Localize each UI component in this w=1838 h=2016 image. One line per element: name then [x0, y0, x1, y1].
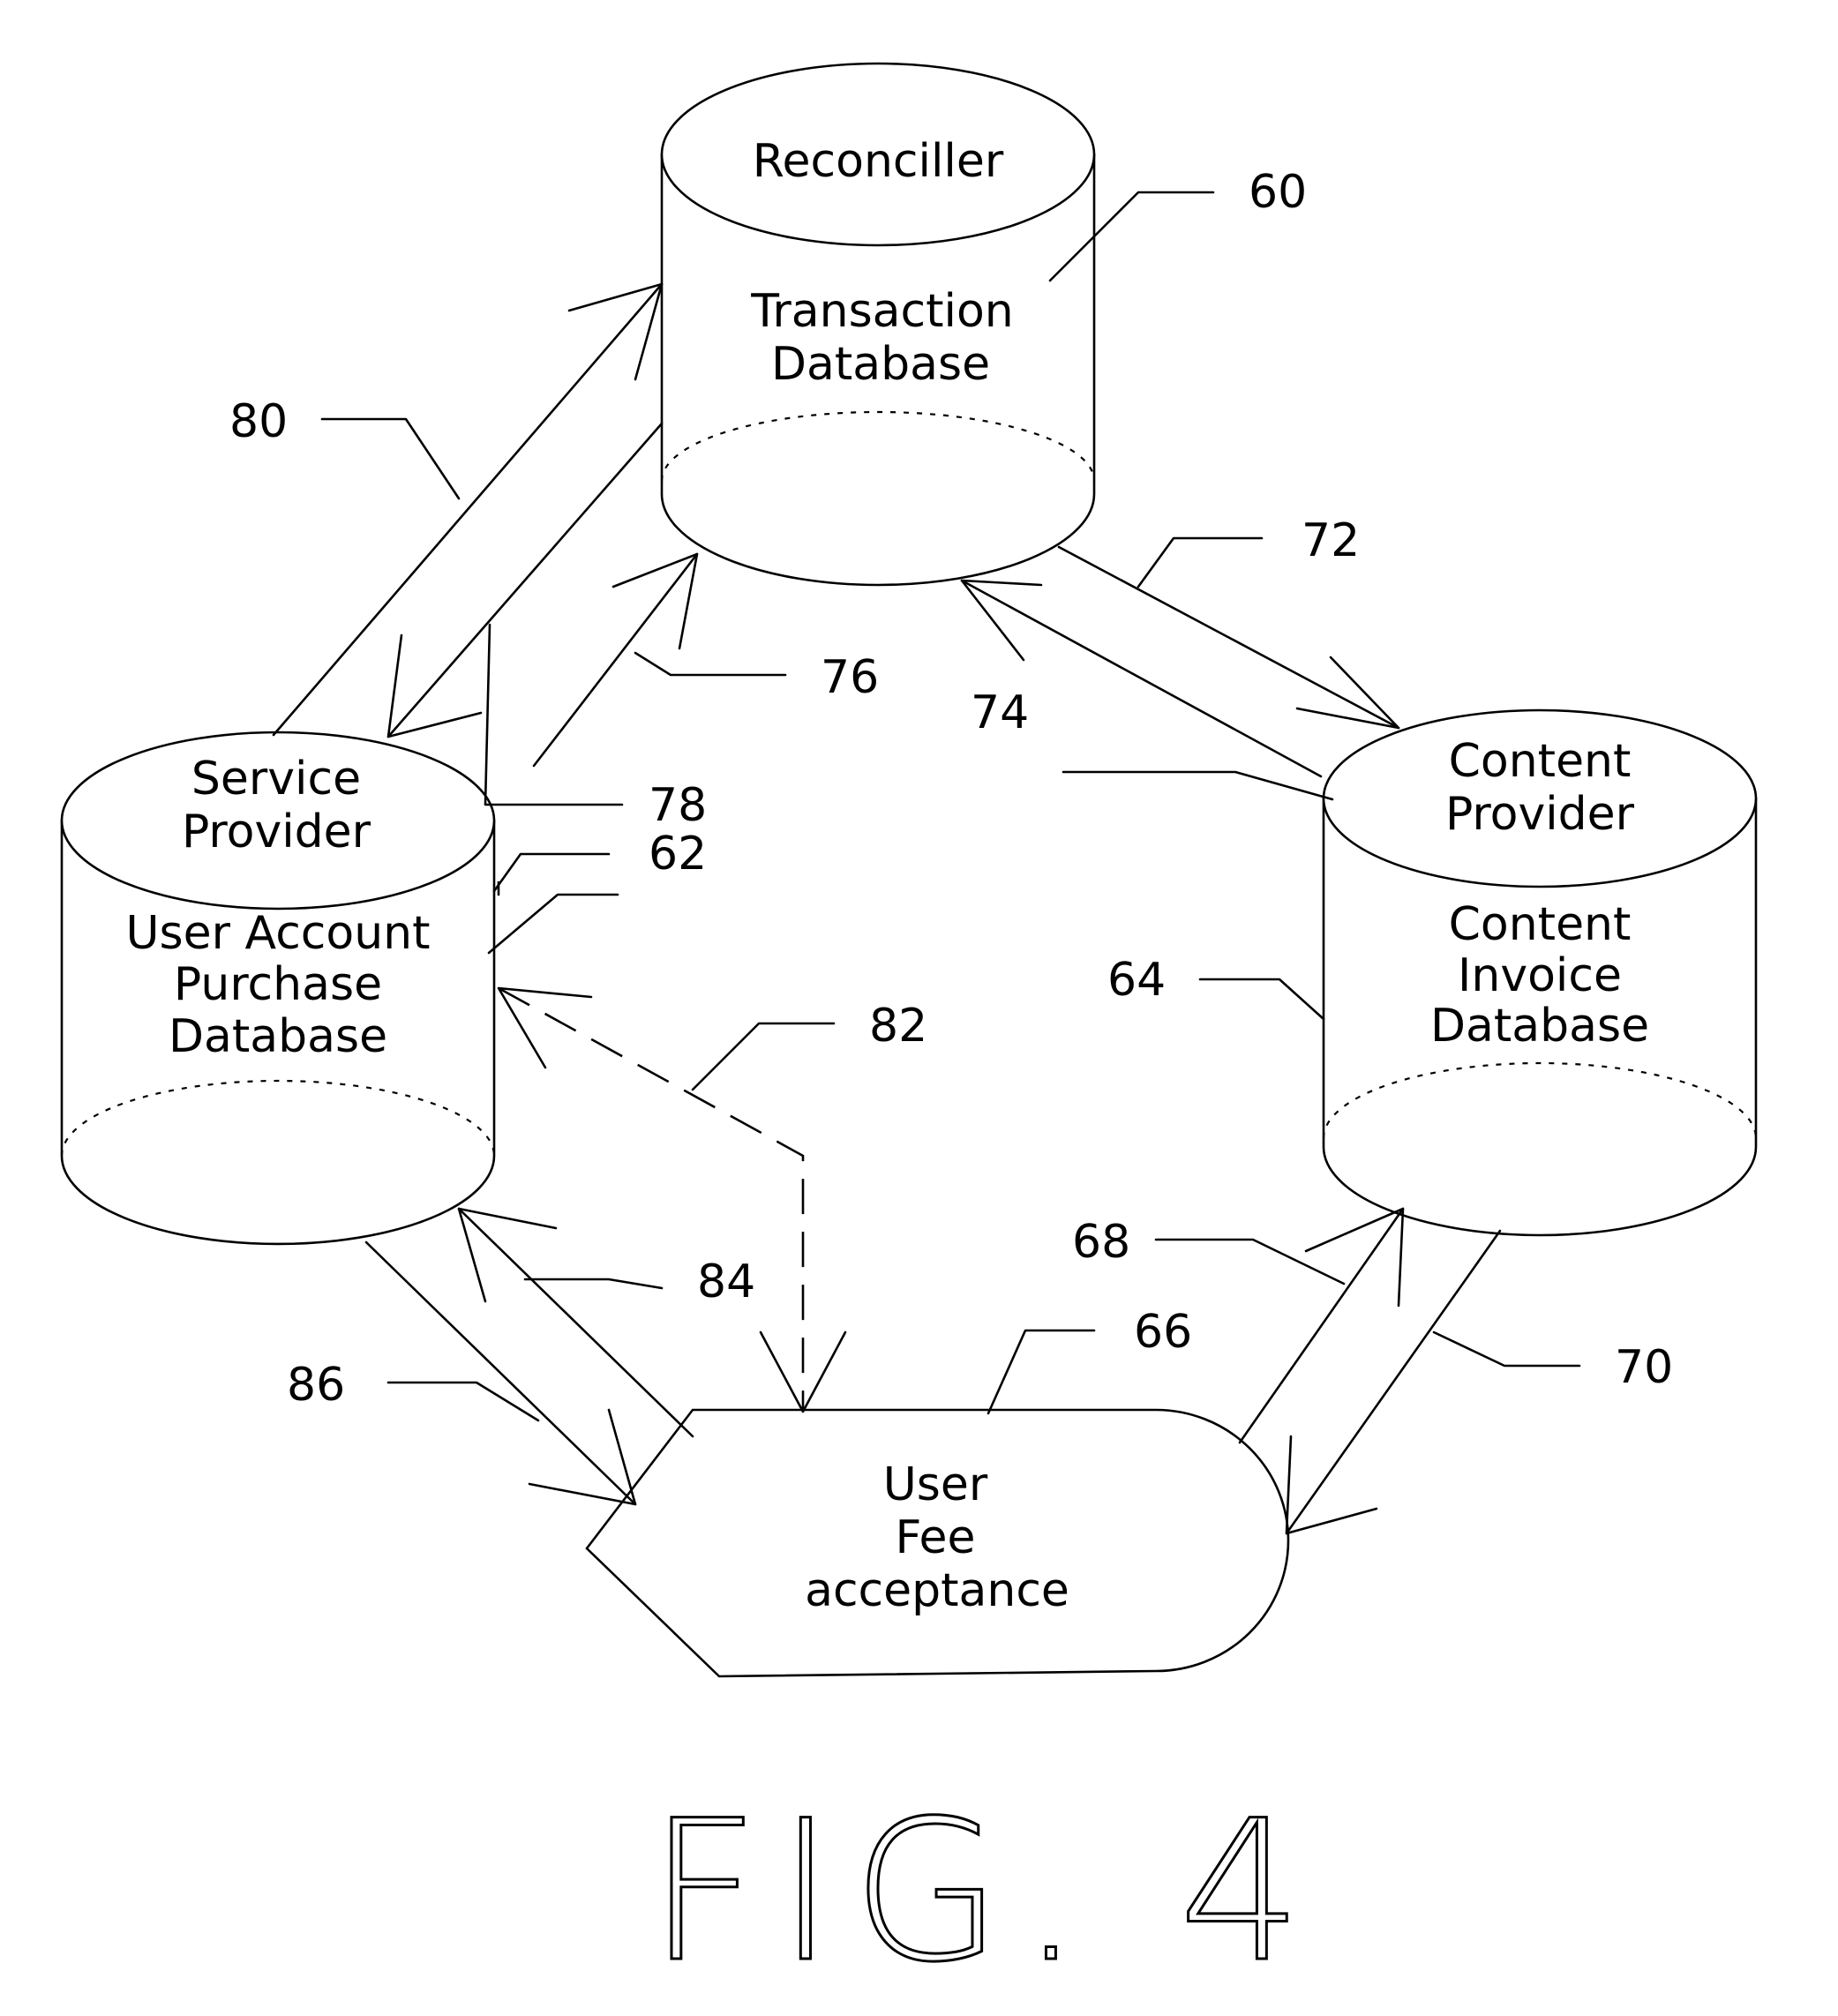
- service-title-2: Provider: [182, 806, 371, 858]
- ref-64: 64: [1107, 954, 1166, 1007]
- arrow-76: [534, 554, 697, 766]
- transaction-label: Transaction: [750, 285, 1013, 338]
- purchase-label: Purchase: [174, 958, 382, 1011]
- ref-62: 62: [649, 828, 707, 881]
- reconciller-database: Reconciller Transaction Database: [662, 64, 1094, 585]
- ref-60: 60: [1249, 166, 1307, 219]
- service-title-1: Service: [191, 753, 361, 806]
- ref-70: 70: [1615, 1341, 1673, 1394]
- ref-68: 68: [1072, 1216, 1130, 1269]
- ref-86: 86: [287, 1359, 345, 1412]
- arrow-78: [388, 423, 662, 737]
- database-label: Database: [771, 338, 990, 391]
- service-provider-database: Service Provider User Account Purchase D…: [62, 732, 494, 1244]
- fee-label: Fee: [895, 1511, 975, 1564]
- invoice-label: Invoice: [1458, 949, 1622, 1002]
- content-label: Content: [1449, 898, 1632, 951]
- arrow-86: [366, 1242, 635, 1504]
- user-label: User: [883, 1458, 988, 1511]
- reconciller-title: Reconciller: [753, 135, 1004, 188]
- arrow-82: [499, 988, 845, 1412]
- content-database-label: Database: [1430, 1000, 1649, 1053]
- arrow-70: [1287, 1231, 1500, 1533]
- ref-82: 82: [869, 1000, 927, 1053]
- ref-72: 72: [1302, 514, 1360, 567]
- arrow-84: [459, 1209, 693, 1436]
- ref-66: 66: [1134, 1306, 1192, 1359]
- arrow-72: [1059, 547, 1399, 728]
- ref-76: 76: [821, 651, 879, 704]
- acceptance-label: acceptance: [805, 1564, 1069, 1617]
- ref-78: 78: [649, 779, 707, 832]
- figure-caption: FIG. 4: [648, 1779, 1320, 2005]
- ref-74: 74: [971, 686, 1029, 739]
- user-fee-node: User Fee acceptance: [587, 1410, 1288, 1676]
- ref-80: 80: [229, 395, 288, 448]
- arrow-80: [274, 284, 662, 735]
- content-provider-database: Content Provider Content Invoice Databas…: [1324, 710, 1756, 1235]
- user-account-label: User Account: [125, 907, 430, 960]
- ref-84: 84: [697, 1255, 755, 1308]
- content-title-2: Provider: [1445, 788, 1635, 841]
- arrow-74: [962, 581, 1321, 776]
- content-title-1: Content: [1449, 735, 1632, 788]
- service-database-label: Database: [169, 1010, 387, 1063]
